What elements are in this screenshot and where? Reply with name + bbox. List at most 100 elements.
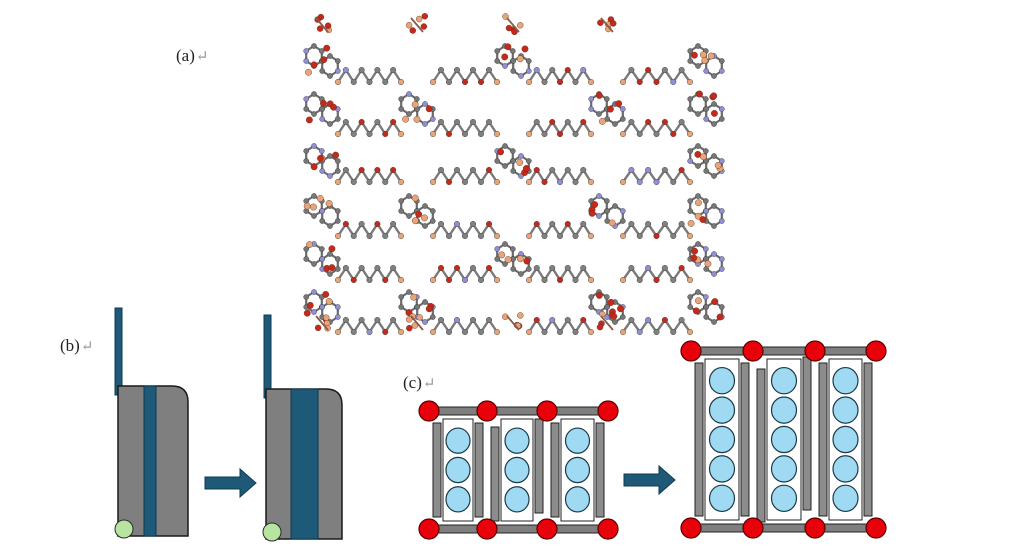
atom (711, 298, 719, 305)
atom (703, 266, 710, 272)
atom (502, 261, 508, 267)
atom (695, 163, 701, 169)
terminal-bond (600, 315, 614, 331)
crystal-structure-image (303, 13, 725, 336)
atom (645, 166, 652, 173)
atom (526, 277, 533, 284)
atom (549, 118, 556, 125)
atom (670, 78, 677, 85)
atom (462, 130, 469, 137)
atom (486, 118, 493, 125)
atom (486, 66, 493, 73)
atom (580, 317, 587, 324)
atom (588, 277, 595, 284)
left-pillar (114, 307, 123, 396)
atom (620, 178, 627, 185)
atom (526, 78, 533, 85)
atom (398, 130, 405, 137)
atom (645, 118, 652, 125)
atom (470, 220, 477, 227)
terminal-bond (410, 315, 424, 331)
atom (608, 219, 616, 227)
atom (303, 58, 310, 64)
metal-node (597, 400, 619, 422)
atom (320, 56, 328, 64)
guest-molecule (708, 366, 736, 395)
atom (303, 96, 310, 102)
atom (374, 118, 381, 125)
atom (398, 277, 405, 284)
right-arrow-icon (623, 464, 676, 496)
atom (501, 53, 509, 61)
guest-molecule (770, 366, 798, 395)
atom (334, 158, 341, 164)
atom (319, 68, 326, 74)
atom (564, 220, 571, 227)
guest-molecule (504, 456, 530, 484)
atom (557, 277, 564, 284)
atom (303, 158, 310, 164)
atom (518, 271, 524, 277)
atom (325, 200, 333, 207)
atom (502, 163, 508, 169)
atom (366, 178, 373, 185)
atom (533, 66, 540, 73)
atom (486, 317, 493, 324)
atom (398, 106, 405, 112)
metal-node (536, 518, 558, 540)
atom (591, 201, 599, 208)
atom (541, 178, 548, 185)
atom (718, 58, 725, 64)
atom (310, 61, 318, 69)
atom (310, 203, 317, 211)
atom (411, 101, 419, 108)
guest-molecule (708, 396, 736, 424)
terminal-bond (506, 315, 520, 331)
atom (430, 232, 437, 239)
atom (701, 57, 709, 64)
panel-label-c: (c)↵ (403, 373, 435, 393)
guest-molecule (564, 427, 591, 454)
atom (319, 304, 326, 310)
atom (335, 78, 342, 85)
metal-node (476, 400, 498, 422)
atom (305, 68, 312, 76)
metal-node (742, 517, 764, 539)
panel-label-a: (a)↵ (176, 46, 208, 66)
framework-vertical-bar (756, 368, 766, 523)
framework-vertical-bar (534, 418, 544, 514)
atom (661, 118, 668, 125)
aromatic-ring (321, 252, 339, 276)
atom (695, 63, 701, 69)
atom (687, 329, 694, 336)
atom (305, 116, 313, 124)
atom (416, 314, 423, 321)
atom (470, 317, 477, 324)
framework-vertical-bar (490, 426, 500, 522)
atom (541, 78, 548, 85)
atom (374, 265, 381, 272)
atom (588, 178, 595, 185)
atom (350, 78, 357, 85)
atom (628, 317, 635, 324)
atom (670, 329, 677, 336)
guest-molecule (770, 396, 798, 424)
atom (486, 265, 493, 272)
atom (628, 220, 635, 227)
atom (518, 153, 524, 159)
atom (687, 198, 694, 204)
atom (695, 297, 702, 305)
atom (670, 277, 677, 284)
atom (390, 118, 397, 125)
atom (703, 208, 710, 214)
atom (303, 246, 310, 252)
atom (334, 68, 341, 74)
atom (327, 251, 333, 257)
atom (478, 232, 485, 239)
atom (564, 118, 571, 125)
left-green-dot (114, 519, 134, 539)
atom (350, 130, 357, 137)
atom (692, 307, 700, 315)
atom (422, 319, 428, 325)
atom (342, 166, 349, 173)
